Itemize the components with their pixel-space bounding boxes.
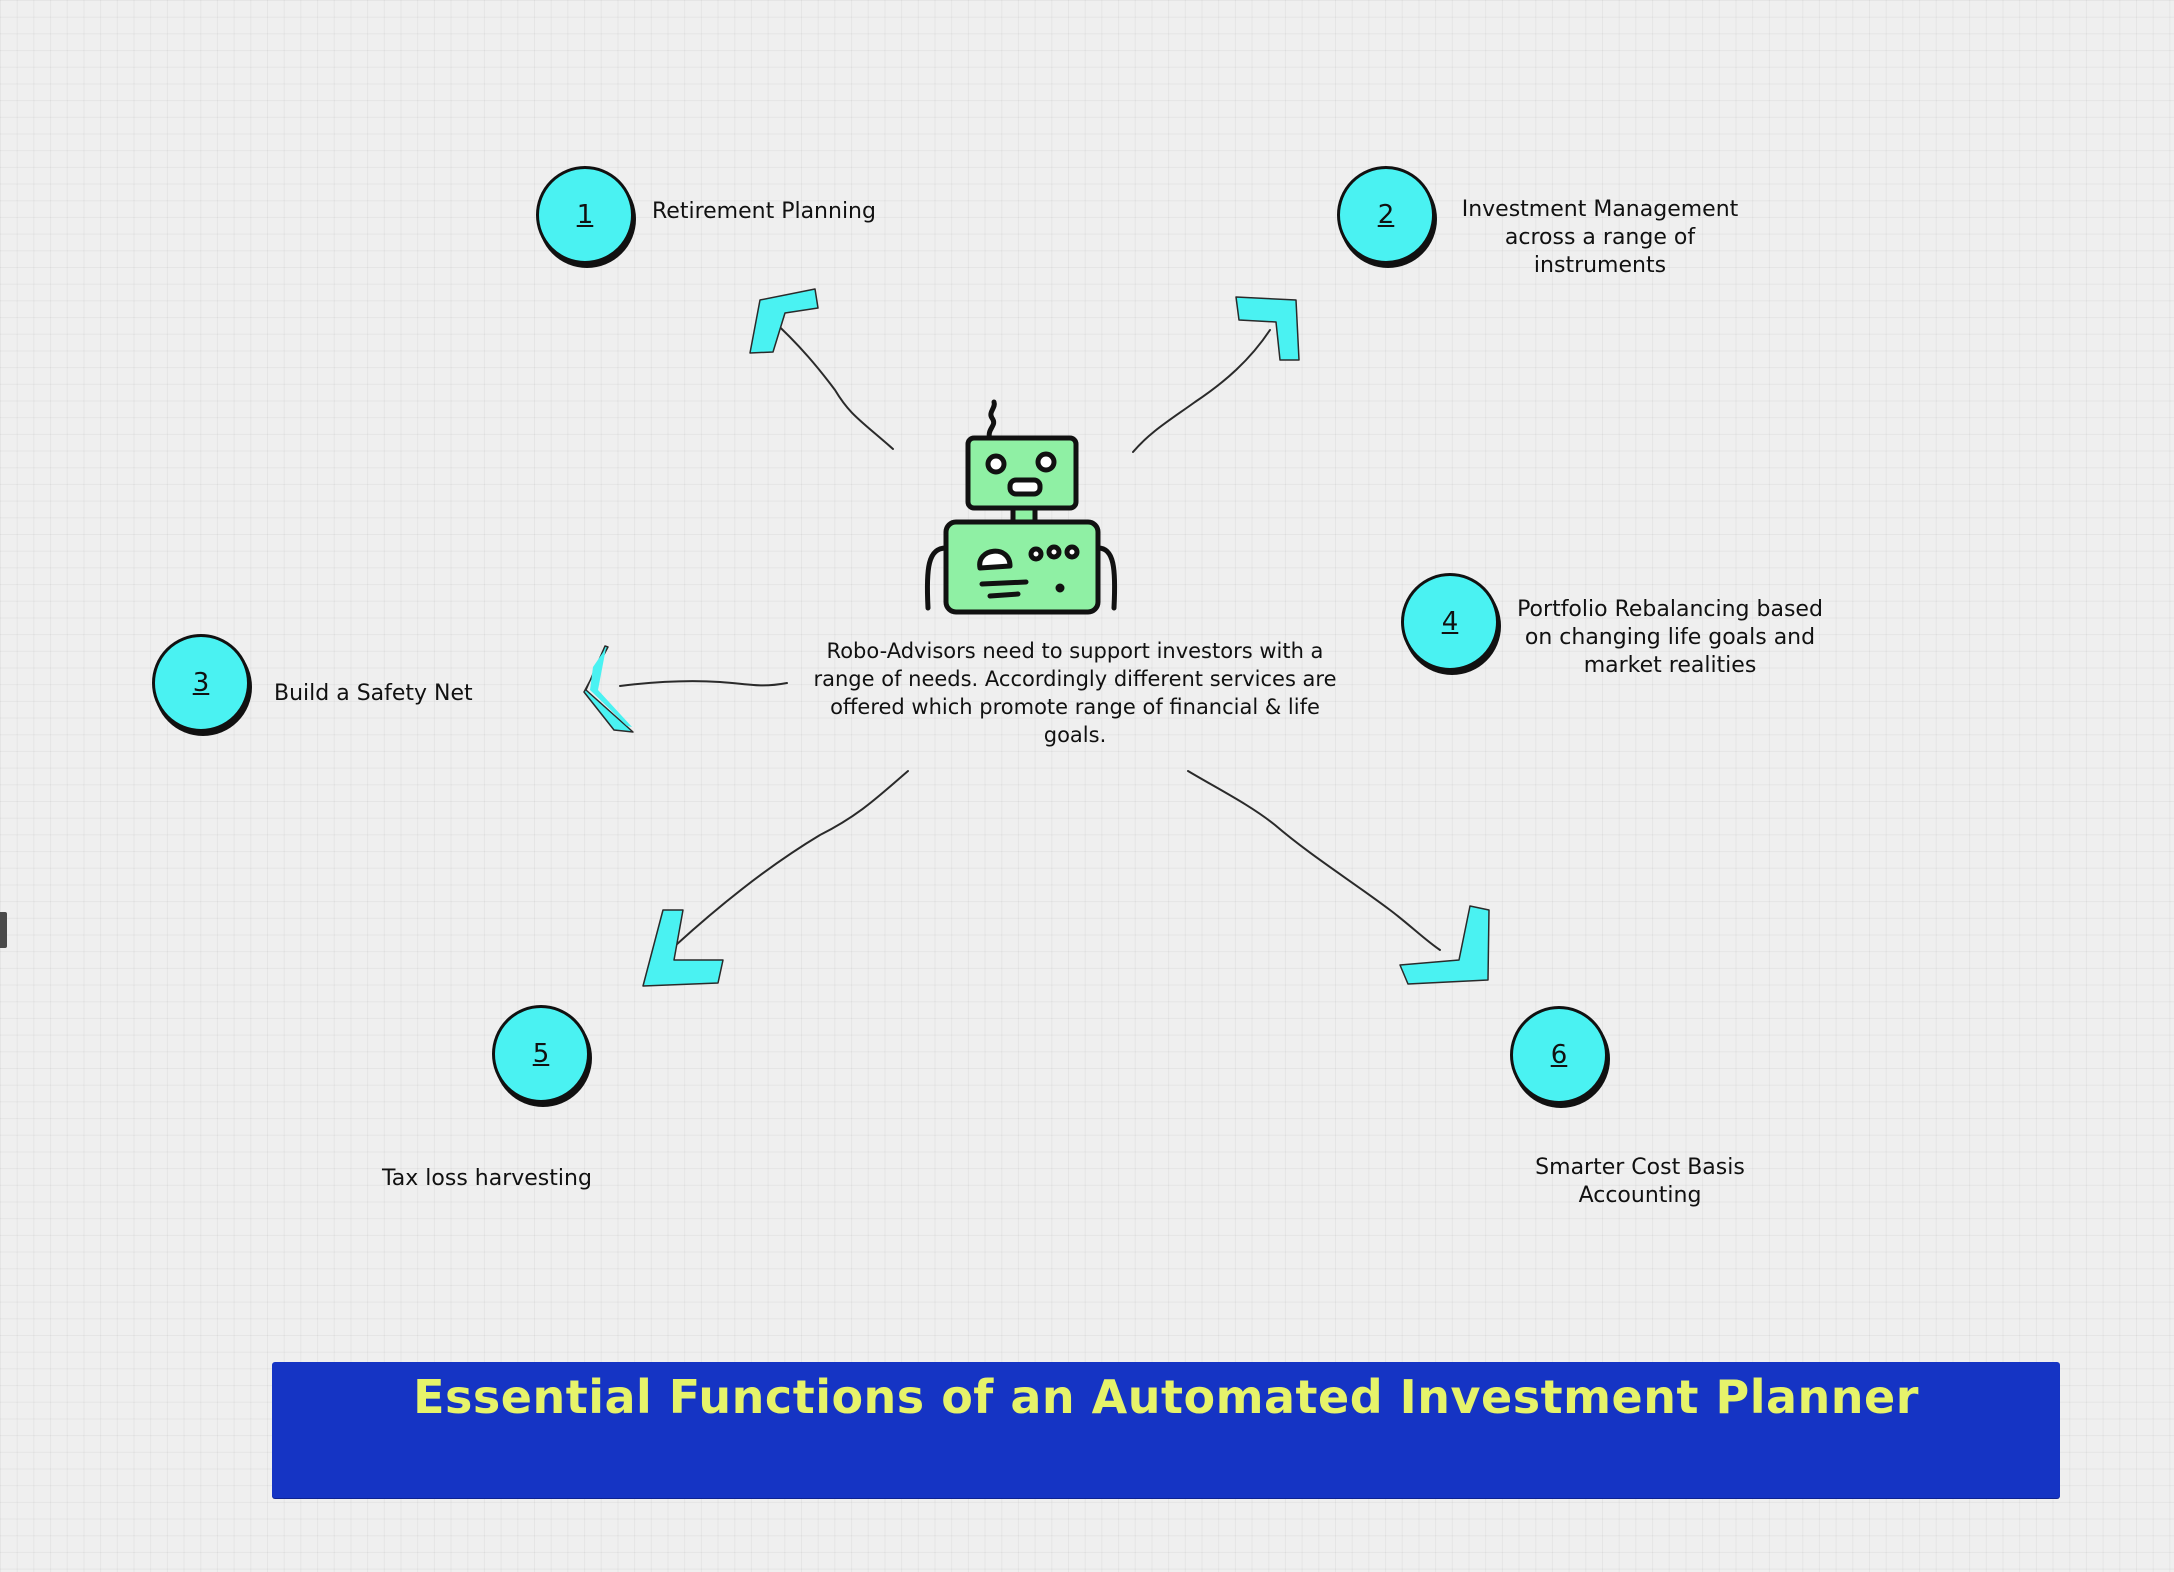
node-5[interactable]: 5 [492, 1005, 590, 1103]
arrowhead-to-6 [1399, 905, 1490, 985]
node-1[interactable]: 1 [536, 166, 634, 264]
node-5-label: Tax loss harvesting [382, 1166, 592, 1191]
node-3-number: 3 [192, 668, 210, 698]
node-3-label: Build a Safety Net [274, 681, 473, 706]
center-description: Robo-Advisors need to support investors … [813, 639, 1337, 747]
node-6[interactable]: 6 [1510, 1006, 1608, 1104]
arrowhead-to-1 [749, 288, 819, 354]
node-4-number: 4 [1441, 607, 1459, 637]
robot-icon [924, 399, 1118, 615]
connector-to-6 [1187, 770, 1441, 951]
connector-to-1 [769, 317, 894, 450]
node-4-label: Portfolio Rebalancing based on changing … [1517, 597, 1823, 678]
connector-to-5 [675, 770, 909, 946]
node-1-label: Retirement Planning [652, 199, 876, 224]
node-2[interactable]: 2 [1337, 166, 1435, 264]
connector-to-3 [619, 680, 788, 687]
arrowhead-to-2 [1235, 296, 1300, 361]
node-3[interactable]: 3 [152, 634, 250, 732]
node-2-label: Investment Management across a range of … [1461, 197, 1739, 278]
panel-resize-handle[interactable] [0, 912, 7, 948]
node-4[interactable]: 4 [1401, 573, 1499, 671]
connector-to-2 [1132, 329, 1271, 453]
node-1-number: 1 [576, 200, 594, 230]
arrowhead-to-5 [642, 909, 724, 987]
title-banner[interactable]: Essential Functions of an Automated Inve… [272, 1362, 2060, 1498]
node-5-number: 5 [532, 1039, 550, 1069]
node-6-label: Smarter Cost Basis Accounting [1535, 1155, 1745, 1208]
node-2-number: 2 [1377, 200, 1395, 230]
node-6-number: 6 [1550, 1040, 1568, 1070]
banner-title: Essential Functions of an Automated Inve… [413, 1370, 1919, 1424]
